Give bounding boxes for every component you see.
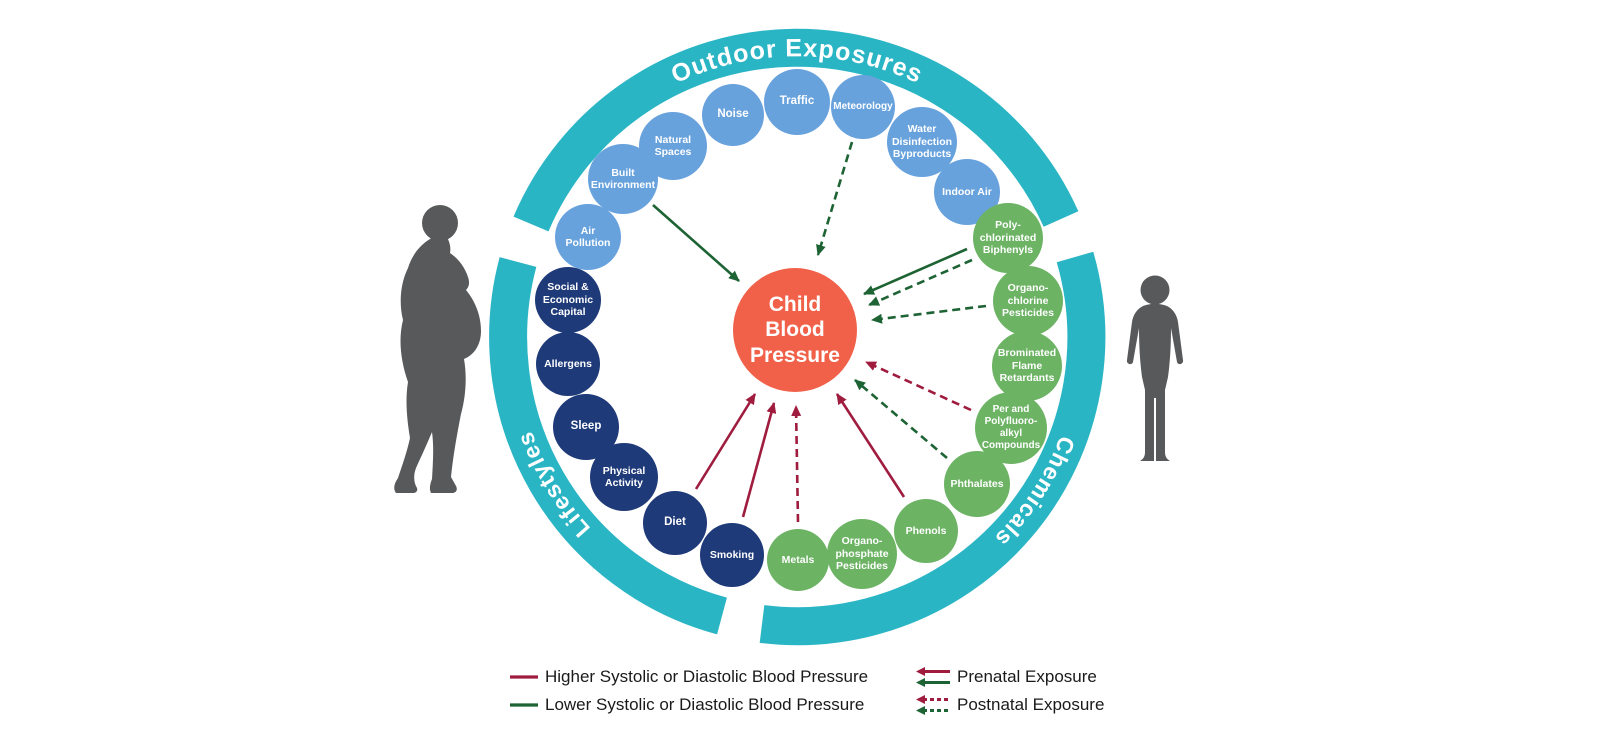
node-metals: Metals (767, 529, 829, 591)
arrow-meteorology-lower-postnatal (816, 141, 854, 256)
node-polychlorinated-biphenyls: Poly- chlorinated Biphenyls (973, 203, 1043, 273)
legend-row-higher: Higher Systolic or Diastolic Blood Press… (510, 667, 868, 687)
arrow-metals-higher-postnatal (791, 405, 802, 523)
arrow-built-environment-lower-prenatal (652, 204, 740, 282)
prenatal-arrows-icon (916, 667, 950, 687)
arrow-phthalates-lower-postnatal (854, 379, 948, 459)
legend-row-postnatal: Postnatal Exposure (916, 695, 1104, 715)
ring-segment-outdoor (513, 28, 1079, 232)
node-social-economic-capital: Social & Economic Capital (535, 267, 601, 333)
node-brominated-flame-retardants: Brominated Flame Retardants (992, 331, 1062, 401)
lower-bp-line-icon (510, 703, 538, 707)
center-node-child-blood-pressure: Child Blood Pressure (733, 268, 857, 392)
pregnant-woman-silhouette (394, 205, 481, 494)
arrow-pfas-higher-postnatal (865, 360, 972, 412)
node-noise: Noise (702, 84, 764, 146)
node-phthalates: Phthalates (944, 451, 1010, 517)
node-natural-spaces: Natural Spaces (639, 112, 707, 180)
node-organochlorine-pesticides: Organo- chlorine Pesticides (993, 266, 1063, 336)
arrow-organochlorine-lower-postnatal (871, 304, 987, 324)
node-air-pollution: Air Pollution (555, 204, 621, 270)
node-organophosphate-pesticides: Organo- phosphate Pesticides (827, 519, 897, 589)
ring-segment-lifestyles (489, 257, 727, 635)
node-sleep: Sleep (553, 394, 619, 460)
arrow-diet-higher-prenatal (694, 393, 757, 490)
arrow-pcb-lower-prenatal (863, 247, 968, 296)
node-traffic: Traffic (764, 69, 830, 135)
postnatal-arrows-icon (916, 695, 950, 715)
child-silhouette (1126, 275, 1184, 461)
arrow-pcb-lower-postnatal (868, 258, 973, 307)
legend-label-higher: Higher Systolic or Diastolic Blood Press… (545, 667, 869, 686)
arrow-smoking-higher-prenatal (741, 402, 777, 518)
node-diet: Diet (643, 491, 707, 555)
legend-label-prenatal: Prenatal Exposure (957, 667, 1097, 686)
silhouettes (394, 205, 1184, 494)
effect-arrows (652, 141, 987, 523)
legend-row-prenatal: Prenatal Exposure (916, 667, 1097, 687)
legend-label-postnatal: Postnatal Exposure (957, 695, 1105, 714)
legend-label-lower: Lower Systolic or Diastolic Blood Pressu… (545, 695, 865, 714)
arrow-phenols-higher-prenatal (835, 393, 906, 498)
node-smoking: Smoking (700, 523, 764, 587)
ring-segment-chemicals (759, 251, 1106, 646)
node-phenols: Phenols (894, 499, 958, 563)
node-allergens: Allergens (536, 332, 600, 396)
legend-row-lower: Lower Systolic or Diastolic Blood Pressu… (510, 695, 864, 715)
exposure-ring (489, 28, 1106, 646)
higher-bp-line-icon (510, 675, 538, 679)
node-meteorology: Meteorology (831, 75, 895, 139)
